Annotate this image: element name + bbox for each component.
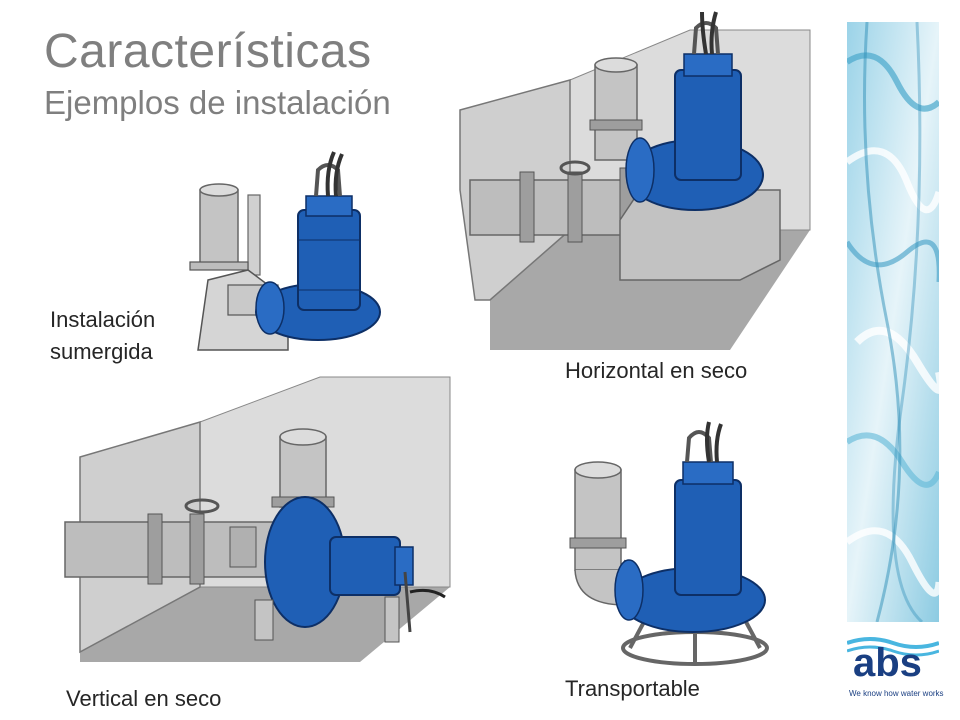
horizontal-dry-label: Horizontal en seco	[565, 358, 748, 383]
page-title: Características	[44, 25, 372, 78]
transportable-label: Transportable	[565, 676, 700, 701]
abs-logo: abs We know how water works	[846, 635, 944, 705]
submerged-installation-label: Instalación sumergida	[50, 304, 155, 368]
submerged-label-line2: sumergida	[50, 339, 153, 364]
transportable-installation-illustration	[569, 421, 769, 666]
page-subtitle: Ejemplos de instalación	[44, 84, 391, 121]
vertical-dry-installation-illustration	[64, 376, 451, 662]
abs-logo-text: abs	[853, 641, 922, 685]
water-texture-sidebar	[847, 22, 939, 622]
horizontal-dry-installation-illustration	[459, 11, 811, 350]
vertical-dry-label: Vertical en seco	[66, 686, 222, 711]
submerged-installation-illustration	[189, 151, 381, 351]
abs-tagline: We know how water works	[849, 689, 944, 698]
submerged-label-line1: Instalación	[50, 307, 156, 332]
abs-wave-icon	[846, 637, 940, 657]
